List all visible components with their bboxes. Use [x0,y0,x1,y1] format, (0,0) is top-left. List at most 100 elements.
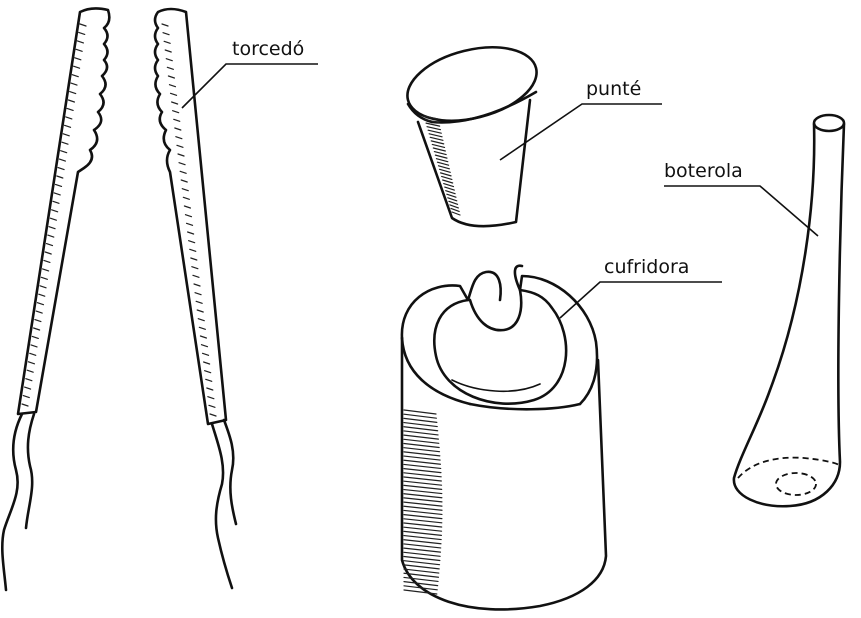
hatch-stroke [181,180,187,182]
hatch-stroke [404,456,440,460]
hatch-stroke [63,134,69,136]
hatch-stroke [428,130,441,133]
hatch-stroke [39,294,45,296]
hatch-stroke [80,24,86,26]
hatch-stroke [37,303,43,305]
hatch-stroke [206,379,212,381]
hatch-stroke [58,168,64,170]
hatch-stroke [404,582,438,586]
hatch-stroke [22,404,28,406]
hatch-stroke [171,93,177,95]
hatch-stroke [43,269,49,271]
label-torcedo: torcedó [232,40,304,59]
hatch-stroke [187,223,193,225]
torcedo-right-arm [155,9,236,588]
hatch-stroke [175,128,181,130]
hatch-stroke [404,418,437,422]
label-boterola: boterola [664,162,743,181]
hatch-stroke [204,362,210,364]
hatch-stroke [404,443,439,447]
hatch-stroke [167,67,173,69]
hatch-stroke [59,159,65,161]
hatch-stroke [404,561,440,565]
hatch-stroke [76,49,82,51]
hatch-stroke [188,232,194,234]
hatch-stroke [404,502,442,506]
hatch-stroke [208,397,214,399]
hatch-stroke [404,523,442,527]
hatch-stroke [404,544,441,548]
hatch-stroke [404,452,440,456]
hatch-stroke [79,32,85,34]
hatch-stroke [174,119,180,121]
hatch-stroke [28,362,34,364]
hatch-stroke [449,201,458,204]
hatch-stroke [404,490,442,494]
hatch-stroke [404,519,442,523]
hatch-stroke [404,431,438,435]
torcedo-left-arm [2,8,109,590]
hatch-stroke [41,277,47,279]
hatch-stroke [172,102,178,104]
hatch-stroke [442,176,452,179]
hatch-stroke [439,166,450,169]
hatch-stroke [184,206,190,208]
hatch-stroke [196,301,202,303]
hatch-stroke [404,552,440,556]
hatch-stroke [203,353,209,355]
hatch-stroke [404,565,439,569]
hatch-stroke [165,50,171,52]
hatch-stroke [404,515,442,519]
label-punte: punté [586,80,641,99]
hatch-stroke [441,173,451,176]
hatch-stroke [168,76,174,78]
hatch-stroke [437,162,448,165]
hatch-stroke [430,137,443,140]
hatch-stroke [404,510,442,514]
hatch-stroke [404,506,442,510]
hatch-stroke [190,249,196,251]
hatch-stroke [178,154,184,156]
hatch-stroke [30,353,36,355]
hatch-stroke [193,275,199,277]
hatch-stroke [189,241,195,243]
hatch-stroke [444,184,454,187]
boterola-leader [664,186,818,236]
hatch-stroke [429,134,442,137]
hatch-stroke [180,171,186,173]
hatch-stroke [49,227,55,229]
hatch-stroke [404,590,437,594]
hatch-stroke [436,159,447,162]
hatch-stroke [404,536,441,540]
hatch-stroke [195,293,201,295]
hatch-stroke [176,137,182,139]
hatch-stroke [404,469,441,473]
hatch-stroke [210,414,216,416]
hatch-stroke [31,345,37,347]
hatch-stroke [404,548,440,552]
hatch-stroke [404,414,436,418]
hatch-stroke [404,435,438,439]
hatch-stroke [54,193,60,195]
hatch-stroke [182,189,188,191]
hatch-stroke [74,66,80,68]
hatch-stroke [404,427,438,431]
hatch-stroke [431,141,443,144]
hatch-stroke [432,144,444,147]
hatch-stroke [44,260,50,262]
hatch-stroke [192,267,198,269]
hatch-stroke [404,494,442,498]
hatch-stroke [404,540,441,544]
hatch-stroke [404,464,441,468]
hatch-stroke [207,388,213,390]
hatch-stroke [199,327,205,329]
hatch-stroke [177,145,183,147]
hatch-stroke [200,336,206,338]
hatch-stroke [404,481,442,485]
hatch-stroke [32,336,38,338]
hatch-stroke [448,198,457,201]
hatch-stroke [404,460,440,464]
hatch-stroke [183,197,189,199]
